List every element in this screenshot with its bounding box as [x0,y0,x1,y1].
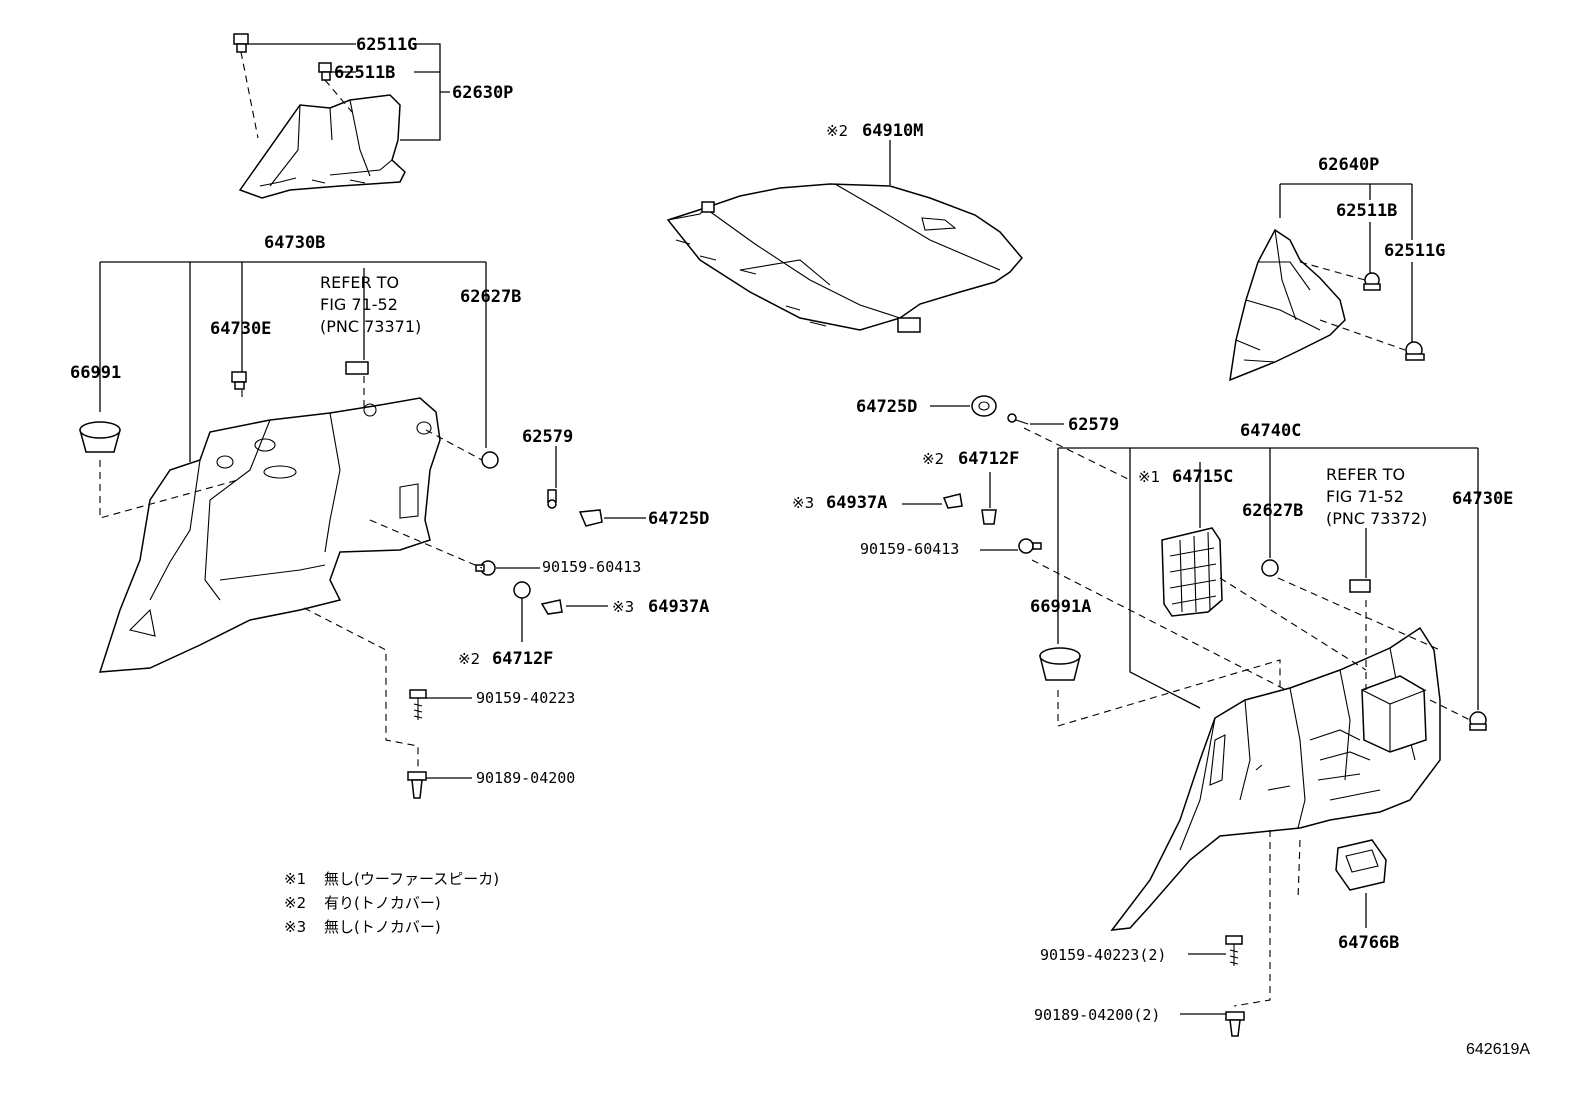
clip-62511b-right [1363,272,1381,291]
harness-clip-73371 [345,361,369,375]
quarter-trim-left-assembly [79,261,646,799]
label-64766b: 64766B [1338,933,1399,953]
mark-2-64910m: ※2 [826,122,848,140]
bolt-90159-60413-left [475,560,496,576]
label-90159-60413-left: 90159-60413 [542,558,641,576]
tonneau-cover-body [666,183,1023,331]
label-64715c: 64715C [1172,467,1233,487]
refer-right-line2: FIG 71-52 [1326,487,1404,506]
speaker-cap-66991 [79,421,121,453]
clip-90189-04200-left [407,771,427,799]
refer-right-line3: (PNC 73372) [1326,509,1427,528]
label-62511g-top: 62511G [356,35,417,55]
clip-64937a-right [942,493,963,509]
label-62511b-top: 62511B [334,63,395,83]
clip-64730e-right [1469,711,1487,731]
label-64712f-left: 64712F [492,649,553,669]
label-90159-60413-right: 90159-60413 [860,540,959,558]
label-64937a-left: 64937A [648,597,709,617]
cap-64712f-right [981,509,997,525]
mark-2-64712f-right: ※2 [922,450,944,468]
refer-left-line2: FIG 71-52 [320,295,398,314]
clip-90189-04200-right [1225,1011,1245,1037]
label-62627b-left: 62627B [460,287,521,307]
screw-62579-right [1007,413,1029,425]
mark-1-64715c: ※1 [1138,468,1160,486]
quarter-trim-right-assembly [1039,447,1487,1037]
pillar-garnish-left-assembly [233,33,450,199]
label-62630p: 62630P [452,83,513,103]
mark-2-64712f-left: ※2 [458,650,480,668]
label-64937a-right: 64937A [826,493,887,513]
tonneau-cover [666,183,1023,333]
pillar-garnish-right [1229,228,1346,382]
label-66991: 66991 [70,363,121,383]
clip-62627b-right [1261,559,1279,577]
refer-right-line1: REFER TO [1326,465,1405,484]
label-64725d-left: 64725D [648,509,709,529]
speaker-cap-66991a [1039,647,1081,681]
label-64730b: 64730B [264,233,325,253]
speaker-grille-64715c [1161,527,1223,617]
label-90159-40223-right: 90159-40223(2) [1040,946,1166,964]
label-62579-left: 62579 [522,427,573,447]
label-90159-40223-left: 90159-40223 [476,689,575,707]
refer-left-line1: REFER TO [320,273,399,292]
label-62627b-right: 62627B [1242,501,1303,521]
label-62511g-right: 62511G [1384,241,1445,261]
label-90189-04200-right: 90189-04200(2) [1034,1006,1160,1024]
clip-62627b-left [481,451,499,469]
notes-legend: ※1 無し(ウーファースピーカ) ※2 有り(トノカバー) ※3 無し(トノカバ… [284,870,499,936]
note-2-text: 有り(トノカバー) [324,894,441,912]
quarter-trim-right [1110,626,1441,931]
mark-3-64937a-left: ※3 [612,598,634,616]
screw-90159-40223-left [409,689,427,720]
screw-90159-40223-right [1225,935,1243,966]
screw-62579-left [547,489,557,509]
pillar-garnish-right-assembly [1229,183,1425,382]
label-64730e-right: 64730E [1452,489,1513,509]
label-64730e-left: 64730E [210,319,271,339]
label-64740c: 64740C [1240,421,1301,441]
label-64910m: 64910M [862,121,923,141]
label-64725d-right: 64725D [856,397,917,417]
cap-64712f-left [513,581,531,599]
mark-3-64937a-right: ※3 [792,494,814,512]
note-1-mark: ※1 [284,870,306,888]
note-2-mark: ※2 [284,894,306,912]
label-64712f-right: 64712F [958,449,1019,469]
label-62640p: 62640P [1318,155,1379,175]
clip-62511b-top [318,62,332,81]
clip-64937a-left [540,599,563,615]
label-90189-04200-left: 90189-04200 [476,769,575,787]
harness-clip-73372 [1349,579,1371,593]
label-62579-right: 62579 [1068,415,1119,435]
clip-64725d-right [971,395,997,417]
diagram-id: 642619A [1466,1041,1530,1058]
label-66991a: 66991A [1030,597,1091,617]
jack-cover-block [1361,675,1427,753]
clip-64725d-left [578,509,603,527]
clip-62511g-right [1405,341,1425,361]
clip-64730e-left [231,371,247,390]
refer-left-line3: (PNC 73371) [320,317,421,336]
note-1-text: 無し(ウーファースピーカ) [324,870,499,888]
bolt-90159-60413-right [1018,538,1042,554]
center-small-parts [902,395,1291,693]
note-3-text: 無し(トノカバー) [324,918,441,936]
clip-62511g-top [233,33,249,53]
label-62511b-right: 62511B [1336,201,1397,221]
note-3-mark: ※3 [284,918,306,936]
bracket-64766b [1335,839,1387,891]
quarter-trim-left [98,397,441,673]
